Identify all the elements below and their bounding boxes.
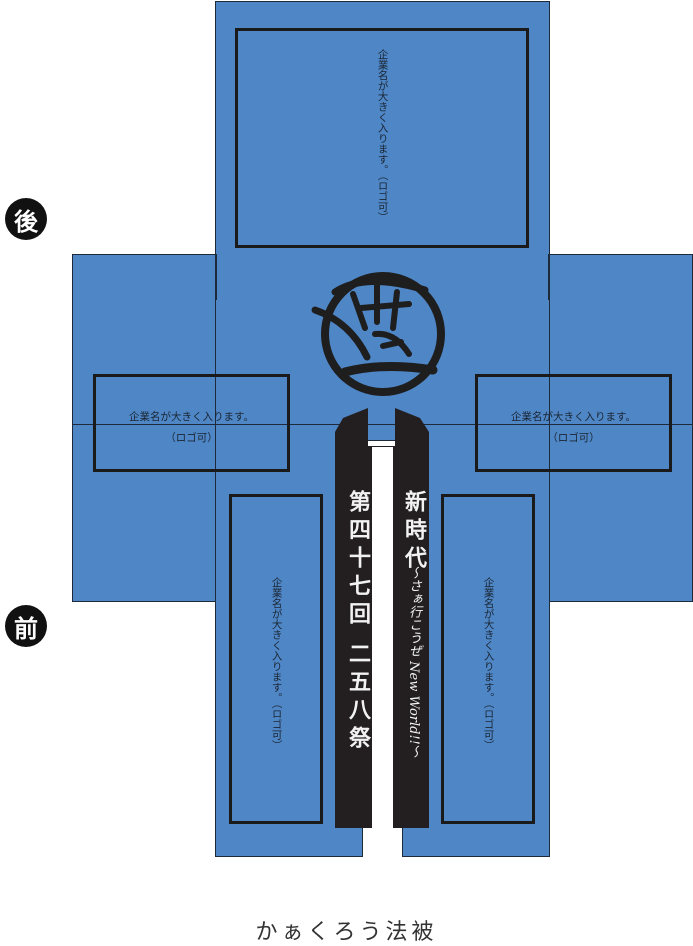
left-sleeve-print-area: 企業名が大きく入ります。 （ロゴ可） [93,374,290,472]
brush-circle-emblem-icon [311,272,445,396]
collar-right-line1: 新時代 [401,490,427,574]
left-sleeve-logo-text: （ロゴ可） [165,432,218,444]
collar-left-line2: 二五八祭 [345,642,371,754]
front-label-badge: 前 [5,605,47,647]
back-label-badge: 後 [5,198,47,240]
right-sleeve-name-text: 企業名が大きく入ります。 [511,411,636,423]
front-left-name-text: 企業名が大きく入ります。 [270,577,283,703]
front-right-logo-text: （ロゴ可） [482,703,495,751]
right-sleeve-logo-text: （ロゴ可） [547,432,600,444]
right-sleeve-panel [548,254,693,602]
shoulder-fold-line [72,424,693,425]
page-title: かぁくろう法被 [255,920,438,945]
left-sleeve-name-text: 企業名が大きく入ります。 [129,411,254,423]
back-name-text: 企業名が大きく入ります。 [376,49,389,175]
front-left-print-text: 企業名が大きく入ります。（ロゴ可） [270,577,283,750]
back-print-area: 企業名が大きく入ります。（ロゴ可） [235,28,529,248]
collar-right-line2: 〜さぁ行こうぜ New World!!〜 [406,566,421,758]
collar-gap [372,447,393,858]
left-sleeve-seam [215,254,216,602]
front-right-print-area: 企業名が大きく入ります。（ロゴ可） [441,494,535,824]
front-right-name-text: 企業名が大きく入ります。 [482,577,495,703]
right-sleeve-seam [549,254,550,602]
back-label: 後 [14,207,38,236]
right-sleeve-print-area: 企業名が大きく入ります。 （ロゴ可） [475,374,672,472]
front-left-print-area: 企業名が大きく入ります。（ロゴ可） [229,494,323,824]
back-print-text: 企業名が大きく入ります。（ロゴ可） [376,49,389,222]
front-left-logo-text: （ロゴ可） [270,703,283,751]
left-sleeve-panel [72,254,217,602]
collar-left-line1: 第四十七回 [345,490,371,630]
back-logo-text: （ロゴ可） [376,175,389,223]
collar-band [335,408,429,828]
front-label: 前 [14,614,38,643]
front-right-print-text: 企業名が大きく入ります。（ロゴ可） [482,577,495,750]
